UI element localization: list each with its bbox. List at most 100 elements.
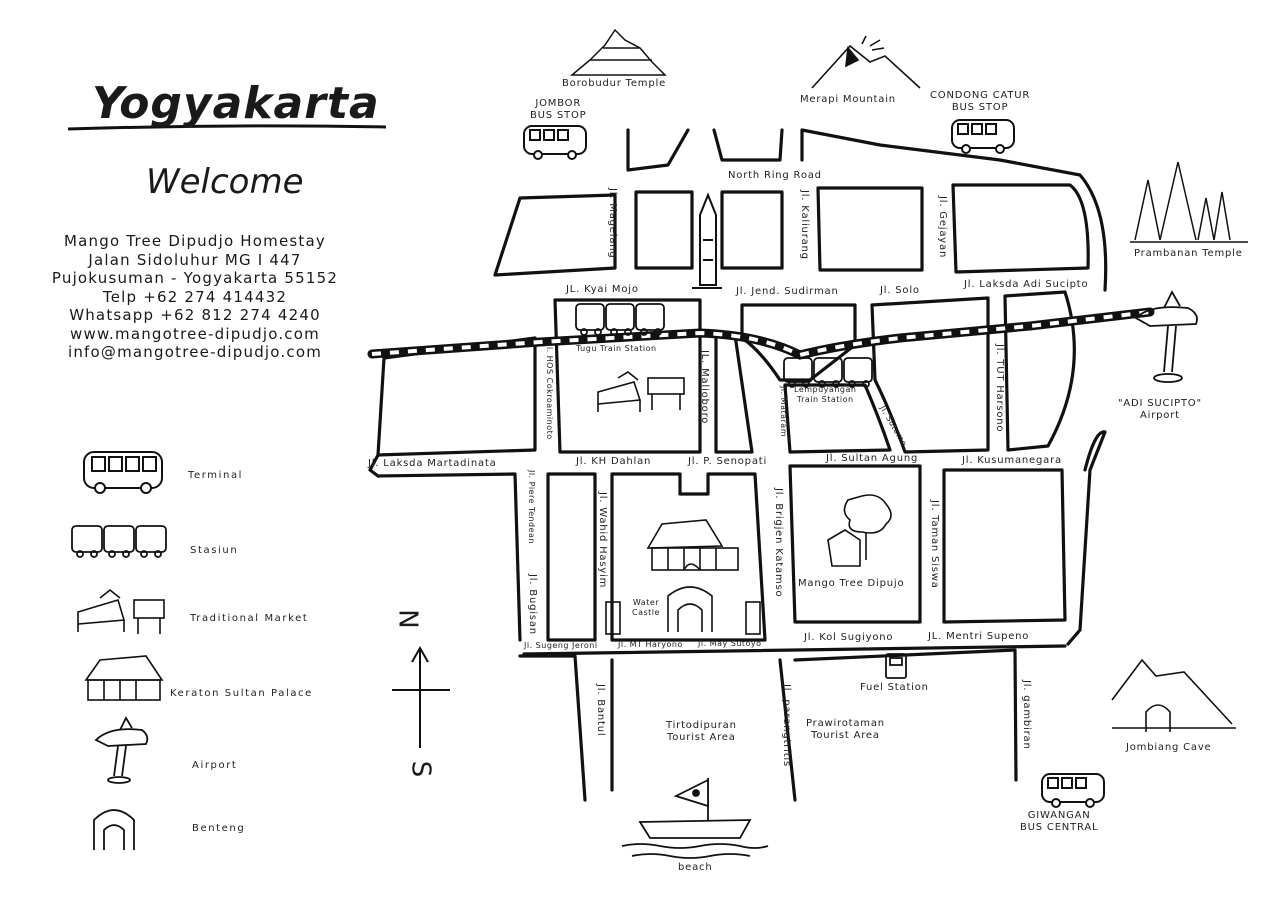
street-bugisan: Jl. Bugisan <box>527 574 538 635</box>
street-malioboro: JL. Malioboro <box>699 350 710 425</box>
label-prambanan: Prambanan Temple <box>1134 248 1243 259</box>
website-link[interactable]: www.mangotree-dipudjo.com <box>70 324 320 343</box>
legend-gate-icon <box>93 809 135 850</box>
homestay-tree-icon <box>827 494 892 567</box>
road-network <box>368 128 1108 802</box>
label-airport-line1: "ADI SUCIPTO" <box>1118 398 1202 409</box>
label-lempuyangan-line1: Lempuyangan <box>794 385 857 394</box>
email-link[interactable]: info@mangotree-dipudjo.com <box>67 343 323 361</box>
label-water-castle-line1: Water <box>632 598 660 607</box>
address-city: Pujokusuman - Yogyakarta 55152 <box>51 269 339 287</box>
compass-icon <box>392 645 450 748</box>
legend-label-palace: Keraton Sultan Palace <box>170 688 313 699</box>
airplane-icon <box>1134 290 1198 383</box>
compass-north-label: N <box>392 609 423 629</box>
cave-icon <box>1111 658 1236 732</box>
legend-airplane-icon <box>94 716 149 784</box>
borobudur-temple-icon <box>569 28 667 76</box>
street-mataram: Jl. Mataram <box>779 386 788 437</box>
contact-block: Mango Tree Dipudjo Homestay Jalan Sidolu… <box>20 232 370 362</box>
label-prawirotaman-line1: Prawirotaman <box>806 718 885 729</box>
label-lempuyangan: Lempuyangan Train Station <box>794 385 856 405</box>
street-solo: Jl. Solo <box>880 285 920 296</box>
label-jombor: JOMBOR BUS STOP <box>530 98 586 122</box>
street-piere-tendean: Jl. Piere Tendean <box>527 470 536 545</box>
label-jombor-line1: JOMBOR <box>535 98 582 109</box>
label-fuel-station: Fuel Station <box>860 682 929 693</box>
legend-label-market: Traditional Market <box>190 613 309 624</box>
street-laksda-martadinata: Jl. Laksda Martadinata <box>368 458 497 469</box>
merapi-mountain-icon <box>811 35 921 89</box>
street-laksda-adisucipto: Jl. Laksda Adi Sucipto <box>964 279 1089 290</box>
street-wahid-hasyim: Jl. Wahid Hasyim <box>597 492 608 589</box>
phone: Telp +62 274 414432 <box>102 287 288 306</box>
street-gambiran: Jl. gambiran <box>1021 680 1032 750</box>
title-underline <box>67 124 387 131</box>
train-icon <box>783 357 873 388</box>
label-water-castle: Water Castle <box>632 598 660 618</box>
railway-line <box>367 307 1155 360</box>
street-mt-haryono: Jl. MT Haryono <box>618 640 683 649</box>
street-sudirman: Jl. Jend. Sudirman <box>736 286 839 297</box>
label-giwangan-line1: GIWANGAN <box>1027 810 1091 821</box>
fuel-station-icon <box>885 653 907 679</box>
address-street: Jalan Sidoluhur MG I 447 <box>88 250 302 269</box>
label-borobudur: Borobudur Temple <box>562 78 667 89</box>
label-tirtodipuran-line1: Tirtodipuran <box>666 720 737 731</box>
label-tugu-station: Tugu Train Station <box>576 344 657 353</box>
street-parangtritis: Jl. parangtritis <box>781 684 792 768</box>
street-sultan-agung: Jl. Sultan Agung <box>826 453 919 464</box>
label-tirtodipuran: Tirtodipuran Tourist Area <box>666 720 737 744</box>
label-prawirotaman: Prawirotaman Tourist Area <box>806 718 885 742</box>
bus-icon <box>951 119 1015 154</box>
label-giwangan: GIWANGAN BUS CENTRAL <box>1020 810 1098 834</box>
compass-south-label: S <box>405 760 436 778</box>
street-north-ring-road: North Ring Road <box>728 170 822 181</box>
legend-label-benteng: Benteng <box>192 823 246 834</box>
label-jombiang-cave: Jombiang Cave <box>1126 742 1212 753</box>
legend-label-airport: Airport <box>192 760 238 771</box>
street-may-sutoyo: Jl. May Sutoyo <box>698 639 762 648</box>
label-merapi: Merapi Mountain <box>800 94 896 105</box>
street-senopati: Jl. P. Senopati <box>688 456 768 467</box>
homestay-name: Mango Tree Dipudjo Homestay <box>64 232 326 250</box>
label-prawirotaman-line2: Tourist Area <box>811 730 880 741</box>
train-icon <box>575 303 665 336</box>
street-magelang: Jl. Magelang <box>607 188 618 259</box>
label-adisucipto-airport: "ADI SUCIPTO" Airport <box>1118 398 1202 422</box>
legend-palace-icon <box>84 655 164 701</box>
prambanan-temple-icon <box>1130 161 1248 243</box>
legend-label-stasiun: Stasiun <box>190 545 239 556</box>
palace-icon <box>646 519 739 571</box>
label-giwangan-line2: BUS CENTRAL <box>1020 822 1099 833</box>
label-water-castle-line2: Castle <box>632 608 660 617</box>
label-lempuyangan-line2: Train Station <box>796 395 854 404</box>
street-kaliurang: Jl. Kaliurang <box>799 190 810 260</box>
label-condong-line2: BUS STOP <box>951 102 1009 113</box>
boat-icon <box>621 778 769 859</box>
label-condong-line1: CONDONG CATUR <box>930 90 1031 101</box>
legend-train-icon <box>71 525 167 558</box>
label-tirtodipuran-line2: Tourist Area <box>667 732 736 743</box>
label-condong-catur: CONDONG CATUR BUS STOP <box>930 90 1030 114</box>
water-castle-icon <box>605 586 761 635</box>
whatsapp: Whatsapp +62 812 274 4240 <box>69 306 321 324</box>
page-title: Yogyakarta <box>92 78 380 129</box>
street-tut-harsono: Jl. TUT Harsono <box>994 344 1005 433</box>
label-beach: beach <box>678 862 713 873</box>
tugu-monument-icon <box>692 192 722 289</box>
street-kol-sugiyono: Jl. Kol Sugiyono <box>804 632 894 643</box>
legend-bus-icon <box>83 451 163 494</box>
street-kusumanegara: Jl. Kusumanegara <box>962 455 1062 466</box>
bus-icon <box>523 125 587 160</box>
street-mentri-supeno: JL. Mentri Supeno <box>928 631 1030 642</box>
street-kh-dahlan: Jl. KH Dahlan <box>576 456 652 467</box>
street-taman-siswa: Jl. Taman Siswa <box>929 500 940 589</box>
market-icon <box>597 371 685 412</box>
bus-icon <box>1041 773 1105 808</box>
street-kyai-mojo: JL. Kyai Mojo <box>566 284 639 295</box>
street-hos-cokroaminoto: Jl. HOS Cokroaminoto <box>545 344 554 440</box>
street-gejayan: Jl. Gejayan <box>937 196 948 259</box>
street-bantul: Jl. Bantul <box>595 684 606 737</box>
